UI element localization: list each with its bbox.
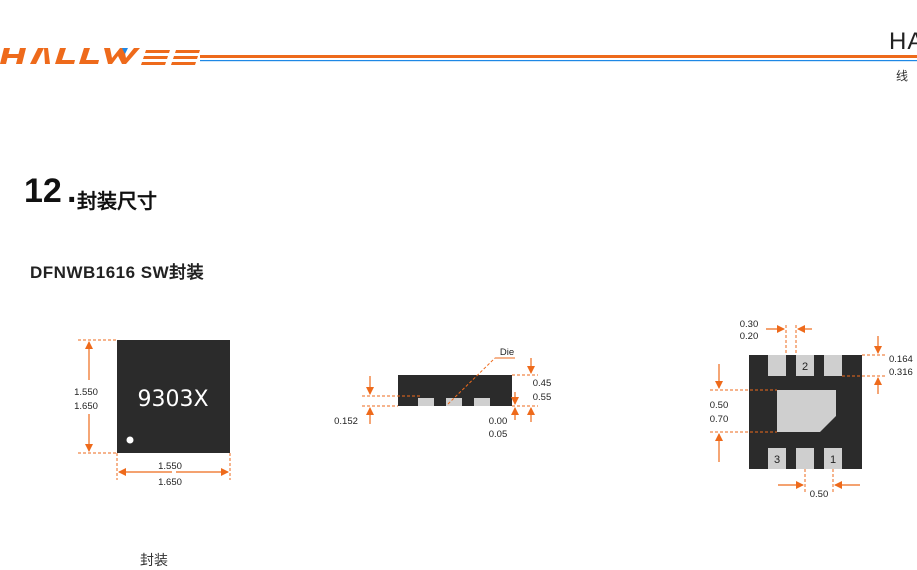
- section-dot: .: [67, 172, 77, 210]
- body-height-max: 0.55: [533, 392, 552, 403]
- lead-thickness: 0.152: [334, 416, 358, 427]
- pin1-dot: [126, 436, 134, 444]
- body-height-min: 0.45: [533, 378, 552, 389]
- pitch: 0.50: [810, 489, 829, 500]
- section-title: 封装尺寸: [77, 191, 157, 213]
- header-rule: [200, 55, 917, 62]
- pin-label-1: 1: [830, 454, 836, 466]
- epad-min: 0.50: [710, 400, 729, 411]
- pad: [796, 355, 814, 376]
- side-view: 0.152 Die 0.45 0.55 0.00 0.05: [334, 347, 551, 440]
- top-height-max: 1.650: [74, 401, 98, 412]
- pin-label-3: 3: [774, 454, 780, 466]
- pad: [796, 448, 814, 469]
- pad-length-min: 0.164: [889, 354, 913, 365]
- pad: [768, 448, 786, 469]
- footer-fragment: 封装: [140, 552, 168, 568]
- pad: [824, 355, 842, 376]
- pad-width-min: 0.30: [740, 319, 759, 330]
- top-height-min: 1.550: [74, 387, 98, 398]
- package-name: DFNWB1616 SW封装: [30, 263, 205, 282]
- hallwee-logo: [0, 48, 200, 65]
- standoff-max: 0.05: [489, 429, 508, 440]
- top-width-max: 1.650: [158, 477, 182, 488]
- header-subtitle: 线: [896, 69, 909, 83]
- section-number: 12: [24, 172, 62, 210]
- bottom-view: 2 3 1 0.30 0.20 0.164 0.316 0.50 0.70 0.…: [710, 319, 913, 500]
- top-view-body: [117, 340, 230, 453]
- standoff-min: 0.00: [489, 416, 508, 427]
- pad: [824, 448, 842, 469]
- device-marking: 9303X: [137, 387, 208, 412]
- die-label: Die: [500, 347, 514, 358]
- pad: [768, 355, 786, 376]
- exposed-pad: [777, 390, 836, 432]
- header-brand-text: HA: [889, 28, 917, 55]
- pin-label-2: 2: [802, 361, 808, 373]
- top-width-min: 1.550: [158, 461, 182, 472]
- pad-width-max: 0.20: [740, 331, 759, 342]
- top-view: 9303X 1.550 1.650 1.550 1.650: [74, 339, 231, 488]
- epad-max: 0.70: [710, 414, 729, 425]
- pad-length-max: 0.316: [889, 367, 913, 378]
